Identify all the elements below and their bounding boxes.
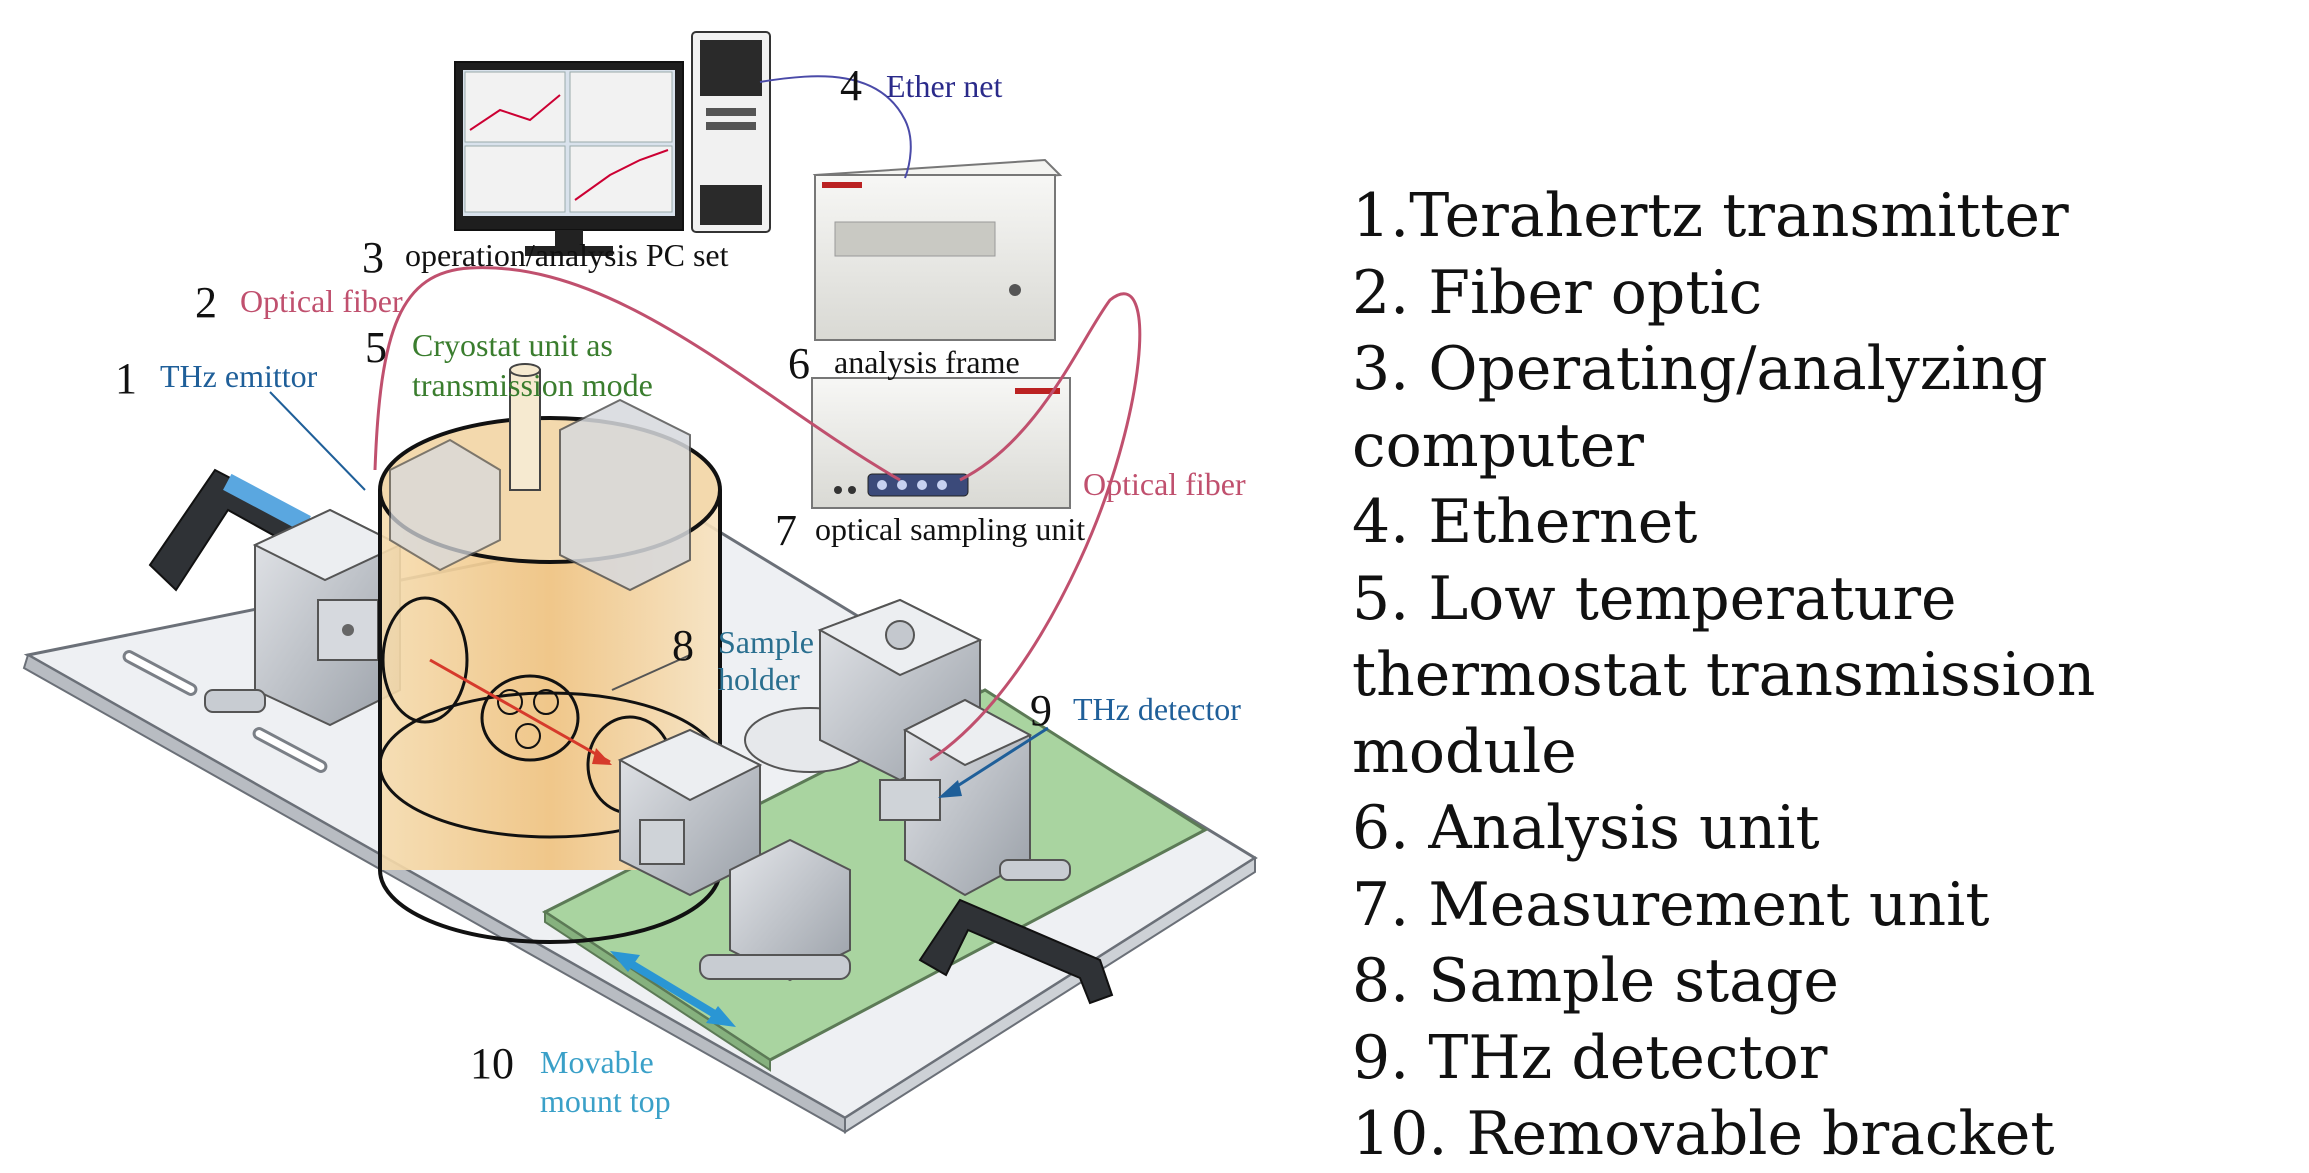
callout-2-number: 2 bbox=[195, 278, 217, 327]
callout-2: 2 Optical fiber bbox=[195, 278, 403, 327]
handle-right bbox=[918, 898, 1114, 1005]
callout-7-label: optical sampling unit bbox=[815, 511, 1085, 547]
callout-6: 6 analysis frame bbox=[788, 339, 1020, 388]
legend-item-9: 9. THz detector bbox=[1352, 1022, 1828, 1093]
legend-item-7: 7. Measurement unit bbox=[1352, 869, 1990, 940]
legend-item-2: 2. Fiber optic bbox=[1352, 257, 1763, 328]
callout-4: 4 Ether net bbox=[840, 61, 1003, 110]
callout-1-number: 1 bbox=[115, 354, 137, 403]
sample-stage bbox=[617, 728, 851, 982]
detector-arrowhead bbox=[938, 780, 962, 798]
component-legend: 1.Terahertz transmitter 2. Fiber optic 3… bbox=[1352, 178, 2292, 1173]
emitter-pointer bbox=[269, 391, 366, 491]
callout-7: 7 optical sampling unit Optical fiber bbox=[775, 466, 1246, 555]
movement-arrow bbox=[610, 951, 736, 1027]
callout-4-number: 4 bbox=[840, 61, 862, 110]
callout-5-number: 5 bbox=[365, 323, 387, 372]
detector-stage bbox=[879, 698, 1071, 897]
callout-7-fiber-label: Optical fiber bbox=[1083, 466, 1246, 502]
legend-item-4: 4. Ethernet bbox=[1352, 487, 1698, 557]
legend-item-10: 10. Removable bracket bbox=[1352, 1099, 2055, 1169]
callout-8-label-line2: holder bbox=[718, 661, 800, 697]
callout-4-label: Ether net bbox=[886, 68, 1003, 104]
legend-item-5: 5. Low temperature thermostat transmissi… bbox=[1352, 563, 2096, 787]
callout-8: 8 Sample holder bbox=[672, 621, 814, 697]
ethernet-cable bbox=[759, 75, 912, 179]
optical-sampling-device bbox=[811, 377, 1071, 509]
callout-1: 1 THz emittor bbox=[115, 354, 318, 403]
callout-10: 10 Movable mount top bbox=[470, 1039, 671, 1119]
callout-5-label-line1: Cryostat unit as bbox=[412, 327, 613, 363]
cryostat-internal-stage bbox=[389, 398, 691, 592]
callout-6-number: 6 bbox=[788, 339, 810, 388]
pc-tower bbox=[691, 31, 771, 233]
detector-pointer bbox=[947, 726, 1049, 794]
callout-10-number: 10 bbox=[470, 1039, 514, 1088]
callout-5: 5 Cryostat unit as transmission mode bbox=[365, 323, 653, 403]
callout-8-label-line1: Sample bbox=[718, 624, 814, 660]
callout-9-label: THz detector bbox=[1073, 691, 1241, 727]
base-plate-side bbox=[844, 856, 1256, 1134]
callout-10-label-line1: Movable bbox=[540, 1044, 654, 1080]
callout-7-number: 7 bbox=[775, 506, 797, 555]
legend-item-3: 3. Operating/analyzing computer bbox=[1352, 334, 2048, 481]
legend-item-8: 8. Sample stage bbox=[1352, 946, 1839, 1016]
legend-item-1: 1.Terahertz transmitter bbox=[1352, 181, 2069, 251]
optical-fiber-to-emitter bbox=[373, 266, 901, 482]
callout-5-label-line2: transmission mode bbox=[412, 367, 653, 403]
callout-3-number: 3 bbox=[362, 233, 384, 282]
callout-1-label: THz emittor bbox=[160, 358, 318, 394]
monitor bbox=[454, 61, 684, 256]
callout-9: 9 THz detector bbox=[1030, 686, 1241, 735]
callout-9-number: 9 bbox=[1030, 686, 1052, 735]
callout-6-label: analysis frame bbox=[834, 344, 1020, 380]
callout-10-label-line2: mount top bbox=[540, 1083, 671, 1119]
callout-8-number: 8 bbox=[672, 621, 694, 670]
callout-3: 3 operation/analysis PC set bbox=[362, 233, 729, 282]
optical-fiber-to-detector bbox=[929, 292, 1142, 762]
movable-mount-plate-edge bbox=[544, 910, 771, 1072]
thz-system-diagram: 1 THz emittor 2 Optical fiber 3 operatio… bbox=[22, 31, 2095, 1169]
legend-item-6: 6. Analysis unit bbox=[1352, 793, 1820, 863]
callout-3-label: operation/analysis PC set bbox=[405, 237, 729, 273]
callout-2-label: Optical fiber bbox=[240, 283, 403, 319]
sample-pointer bbox=[611, 654, 691, 691]
equipment-illustration: 1 THz emittor 2 Optical fiber 3 operatio… bbox=[22, 31, 1258, 1134]
analysis-frame-device bbox=[812, 158, 1063, 341]
